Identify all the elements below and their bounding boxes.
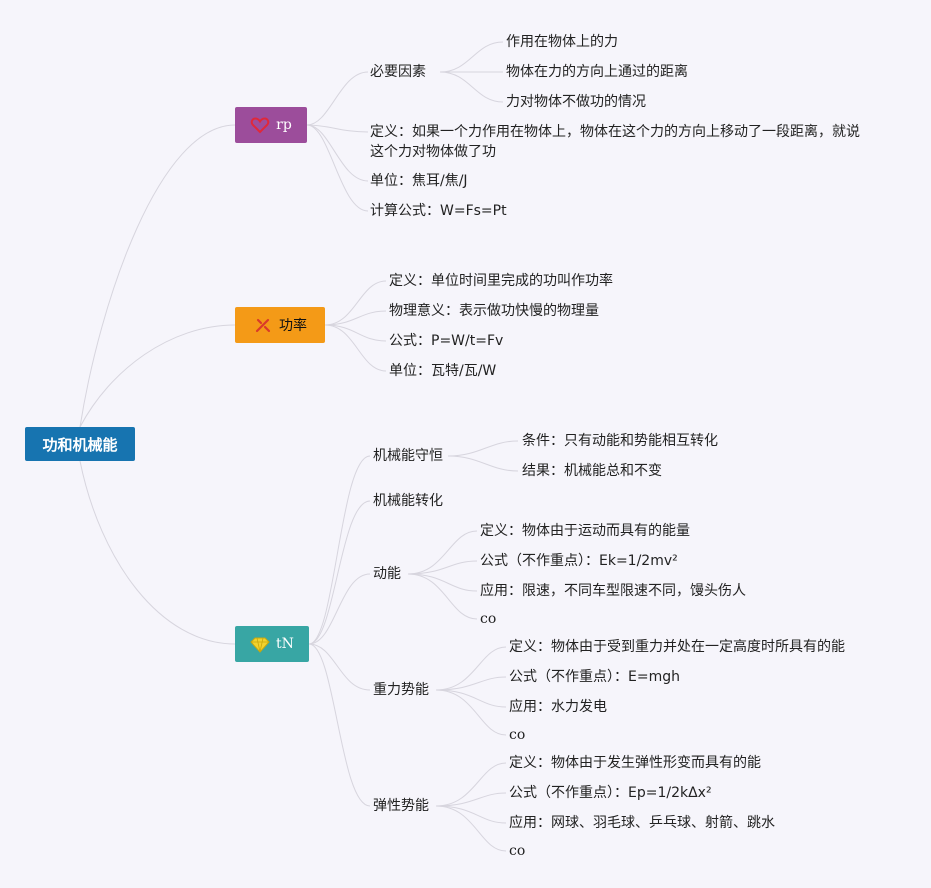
branch-work-label: rp — [276, 117, 292, 133]
link-work-unit — [306, 124, 369, 182]
link-gravity-2 — [435, 676, 507, 691]
heart-icon — [250, 115, 270, 135]
link-elastic-3 — [435, 805, 507, 824]
link-elastic-1 — [435, 762, 507, 807]
elastic-label[interactable]: 弹性势能 — [373, 798, 429, 814]
link-work-formula — [306, 124, 369, 212]
elastic-item[interactable]: 应用：网球、羽毛球、乒乓球、射箭、跳水 — [509, 815, 775, 831]
work-element-item[interactable]: 力对物体不做功的情况 — [506, 94, 646, 110]
link-elastic-4 — [435, 805, 507, 852]
conservation-label[interactable]: 机械能守恒 — [373, 448, 443, 464]
tools-icon — [253, 315, 273, 335]
link-gravity-1 — [435, 646, 507, 691]
elastic-item[interactable]: co — [509, 843, 526, 859]
power-item[interactable]: 物理意义：表示做功快慢的物理量 — [389, 303, 599, 319]
link-root-work — [79, 124, 236, 428]
link-elements-1 — [439, 41, 504, 73]
kinetic-item[interactable]: 应用：限速，不同车型限速不同，馒头伤人 — [480, 583, 746, 599]
conservation-item[interactable]: 条件：只有动能和势能相互转化 — [522, 433, 718, 449]
link-root-energy — [79, 460, 236, 645]
link-energy-conversion — [308, 500, 371, 645]
link-energy-gravity — [308, 643, 371, 691]
link-conservation-1 — [447, 440, 519, 457]
branch-power-node[interactable]: 功率 — [235, 307, 325, 343]
elastic-item[interactable]: 定义：物体由于发生弹性形变而具有的能 — [509, 755, 761, 771]
conservation-item[interactable]: 结果：机械能总和不变 — [522, 463, 662, 479]
link-kinetic-1 — [407, 530, 478, 575]
kinetic-item[interactable]: co — [480, 611, 497, 627]
root-label: 功和机械能 — [42, 435, 118, 454]
power-item[interactable]: 公式：P=W/t=Fv — [389, 333, 504, 349]
work-elements-label[interactable]: 必要因素 — [370, 64, 426, 80]
work-definition[interactable]: 定义：如果一个力作用在物体上，物体在这个力的方向上移动了一段距离，就说这个力对物… — [370, 124, 860, 160]
branch-work-node[interactable]: rp — [235, 107, 307, 143]
link-energy-elastic — [308, 643, 371, 807]
branch-power-label: 功率 — [279, 318, 307, 334]
gravity-item[interactable]: 公式（不作重点）：E=mgh — [509, 669, 680, 685]
link-energy-kinetic — [308, 573, 371, 645]
kinetic-label[interactable]: 动能 — [373, 566, 401, 582]
link-power-1 — [324, 280, 387, 326]
link-kinetic-2 — [407, 560, 478, 575]
link-power-3 — [324, 324, 387, 342]
link-conservation-2 — [447, 455, 519, 472]
conversion-label[interactable]: 机械能转化 — [373, 493, 443, 509]
diamond-icon — [250, 634, 270, 654]
gravity-label[interactable]: 重力势能 — [373, 682, 429, 698]
link-power-4 — [324, 324, 387, 372]
gravity-item[interactable]: 应用：水力发电 — [509, 699, 607, 715]
work-element-item[interactable]: 物体在力的方向上通过的距离 — [506, 64, 688, 80]
root-node[interactable]: 功和机械能 — [25, 427, 135, 461]
link-kinetic-4 — [407, 573, 478, 620]
link-work-elements — [306, 71, 369, 126]
link-gravity-3 — [435, 689, 507, 708]
work-unit[interactable]: 单位：焦耳/焦/J — [370, 173, 468, 189]
work-formula[interactable]: 计算公式：W=Fs=Pt — [370, 203, 507, 219]
link-kinetic-3 — [407, 573, 478, 592]
link-root-power — [79, 324, 236, 428]
link-power-2 — [324, 310, 387, 326]
power-item[interactable]: 单位：瓦特/瓦/W — [389, 363, 497, 379]
kinetic-item[interactable]: 定义：物体由于运动而具有的能量 — [480, 523, 690, 539]
elastic-item[interactable]: 公式（不作重点）：Ep=1/2kΔx² — [509, 785, 712, 801]
gravity-item[interactable]: co — [509, 727, 526, 743]
branch-energy-label: tN — [276, 636, 294, 652]
power-item[interactable]: 定义：单位时间里完成的功叫作功率 — [389, 273, 613, 289]
link-elements-3 — [439, 71, 504, 103]
link-gravity-4 — [435, 689, 507, 736]
kinetic-item[interactable]: 公式（不作重点）：Ek=1/2mv² — [480, 553, 678, 569]
link-work-definition — [306, 124, 369, 133]
work-element-item[interactable]: 作用在物体上的力 — [506, 34, 618, 50]
link-energy-conservation — [308, 455, 371, 645]
branch-energy-node[interactable]: tN — [235, 626, 309, 662]
link-elastic-2 — [435, 792, 507, 807]
gravity-item[interactable]: 定义：物体由于受到重力并处在一定高度时所具有的能 — [509, 639, 845, 655]
